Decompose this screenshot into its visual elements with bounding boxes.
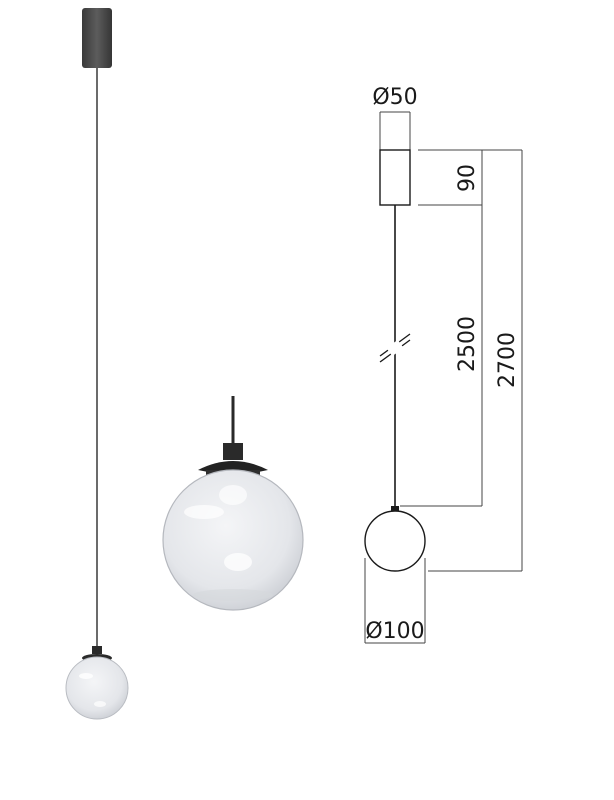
dim-total-height: 2700 [495, 332, 520, 388]
drawing-canopy [379, 149, 411, 206]
drawing-globe [364, 510, 426, 572]
lamp-holder [92, 646, 102, 654]
dim-cable-length: 2500 [455, 316, 480, 372]
closeup-glass-globe [162, 469, 304, 611]
dim-globe-diameter: Ø100 [365, 619, 424, 644]
dim-canopy-height: 90 [455, 164, 480, 192]
technical-drawing: Ø50 90 2500 2700 [364, 85, 523, 644]
closeup-holder [223, 443, 243, 460]
ceiling-canopy [82, 8, 112, 68]
globe-closeup-render [162, 396, 304, 611]
cable-break-mark [379, 333, 411, 363]
pendant-full-render [65, 8, 129, 720]
dim-canopy-diameter: Ø50 [372, 85, 417, 110]
glass-globe [65, 656, 129, 720]
